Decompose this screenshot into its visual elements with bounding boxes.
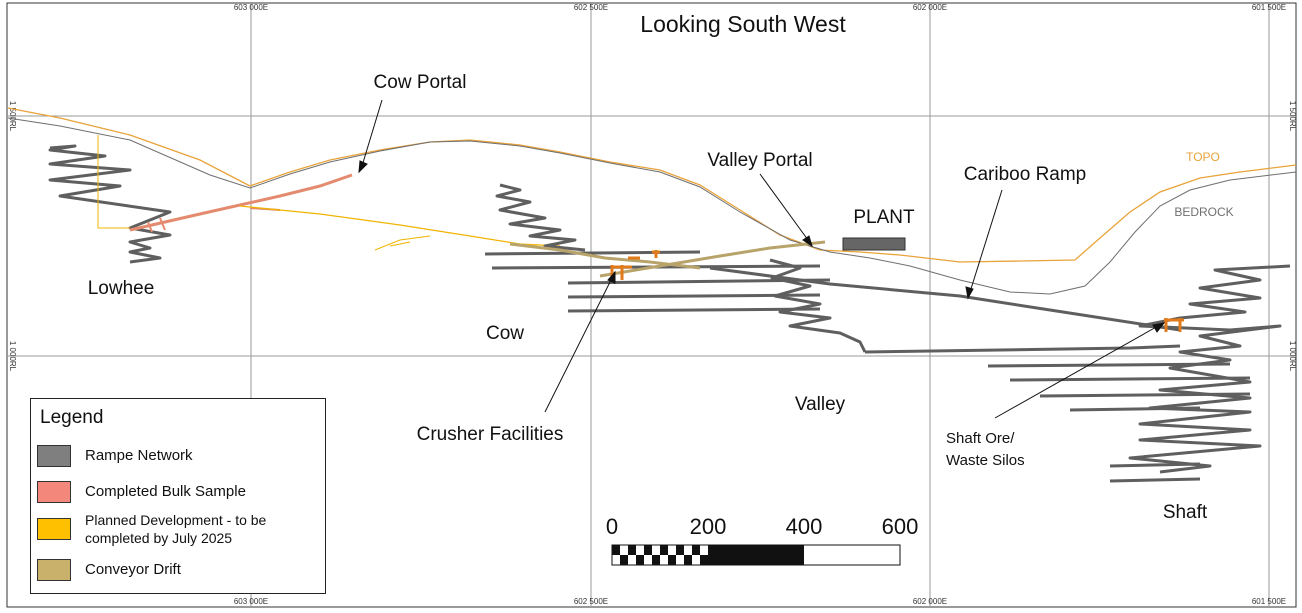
- legend-swatch-bulk-sample: [37, 481, 71, 503]
- bulk-sample-drift: [129, 173, 353, 232]
- legend-label-conveyor: Conveyor Drift: [85, 561, 181, 578]
- plant-building: [842, 237, 906, 251]
- legend-swatch-conveyor: [37, 559, 71, 581]
- map-frame: [6, 2, 1297, 608]
- legend-label-planned-line1: Planned Development - to be: [85, 512, 267, 528]
- legend-swatch-ramp: [37, 445, 71, 467]
- cow-ramp: [495, 183, 586, 252]
- silos-arrowhead: [1152, 322, 1166, 333]
- scale-checker-cell: [620, 555, 628, 565]
- shaft-silos: [1164, 318, 1184, 332]
- lowhee-ramp: [48, 144, 172, 264]
- legend-item-rampe-network: Rampe Network: [37, 445, 193, 467]
- lowhee-planned: [97, 135, 130, 229]
- scale-checker-cell: [644, 545, 652, 555]
- shaft-levels: [987, 362, 1251, 483]
- crusher-arrowhead: [607, 270, 616, 284]
- planned-development-spur: [374, 235, 431, 251]
- bedrock-line: [7, 117, 1297, 295]
- cariboo-ramp: [709, 266, 1181, 332]
- valley-portal-arrowhead: [802, 235, 813, 248]
- label-crusher-facilities: Crusher Facilities: [417, 424, 564, 445]
- scale-outline: [611, 544, 901, 566]
- label-shaft-silos-line1: Shaft Ore/: [946, 430, 1015, 447]
- label-lowhee: Lowhee: [88, 278, 155, 299]
- label-valley-portal: Valley Portal: [707, 150, 812, 171]
- scale-checker-cell: [636, 555, 644, 565]
- easting-label-top-4: 601 500E: [1252, 3, 1286, 12]
- easting-label-bottom-3: 602 000E: [913, 597, 947, 606]
- legend-title: Legend: [40, 407, 104, 428]
- label-bedrock: BEDROCK: [1174, 205, 1233, 219]
- legend-label-bulk-sample: Completed Bulk Sample: [85, 483, 246, 500]
- cow-portal-arrow: [361, 99, 383, 167]
- silos-arrow: [994, 325, 1159, 419]
- legend-item-bulk-sample: Completed Bulk Sample: [37, 481, 246, 503]
- scale-checker-cell: [660, 545, 668, 555]
- label-cariboo-ramp: Cariboo Ramp: [964, 164, 1087, 185]
- scale-bar: 0 200 400 600: [606, 514, 919, 566]
- scale-solid-block: [708, 545, 804, 565]
- legend-label-planned: Planned Development - to be completed by…: [85, 511, 266, 547]
- label-shaft-silos-line2: Waste Silos: [946, 452, 1025, 469]
- valley-ramp: [769, 258, 867, 353]
- diagram-title: Looking South West: [640, 11, 846, 37]
- scale-checker-cell: [628, 545, 636, 555]
- label-topo: TOPO: [1186, 150, 1220, 164]
- cow-portal-arrowhead: [358, 160, 368, 174]
- scale-checker: [612, 545, 708, 565]
- scale-tick-600: 600: [882, 514, 919, 539]
- topo-line: [7, 107, 1297, 263]
- scale-checker-cell: [700, 555, 708, 565]
- crusher-arrow: [544, 277, 613, 413]
- easting-label-top-1: 603 000E: [234, 3, 268, 12]
- easting-label-top-3: 602 000E: [913, 3, 947, 12]
- scale-checker-cell: [652, 555, 660, 565]
- legend-label-planned-line2: completed by July 2025: [85, 530, 233, 546]
- cariboo-ramp-arrowhead: [965, 286, 974, 300]
- scale-checker-cell: [668, 555, 676, 565]
- valley-portal-arrow: [759, 173, 809, 241]
- scale-tick-0: 0: [606, 514, 618, 539]
- label-valley: Valley: [795, 394, 846, 415]
- leader-arrows: [358, 99, 1166, 419]
- legend-item-planned-development: Planned Development - to be completed by…: [37, 511, 266, 547]
- label-plant: PLANT: [853, 207, 915, 228]
- scale-tick-400: 400: [786, 514, 823, 539]
- level-label-right-1000: 1 000RL: [1288, 341, 1297, 372]
- legend: Legend Rampe Network Completed Bulk Samp…: [30, 398, 326, 594]
- easting-label-bottom-4: 601 500E: [1252, 597, 1286, 606]
- label-cow: Cow: [486, 323, 524, 344]
- scale-checker-cell: [676, 545, 684, 555]
- cariboo-ramp-arrow: [969, 189, 1003, 293]
- level-label-right-1500: 1 500RL: [1288, 101, 1297, 132]
- easting-label-bottom-1: 603 000E: [234, 597, 268, 606]
- valley-haulage: [864, 344, 1181, 354]
- scale-checker-cell: [684, 555, 692, 565]
- easting-label-bottom-2: 602 500E: [574, 597, 608, 606]
- crusher-facility: [610, 250, 660, 280]
- easting-label-top-2: 602 500E: [574, 3, 608, 12]
- legend-item-conveyor-drift: Conveyor Drift: [37, 559, 181, 581]
- scale-tick-200: 200: [690, 514, 727, 539]
- legend-swatch-planned: [37, 518, 71, 540]
- conveyor-drift: [509, 240, 826, 278]
- level-label-left-1500: 1 500RL: [8, 101, 17, 132]
- scale-checker-cell: [692, 545, 700, 555]
- legend-label-ramp: Rampe Network: [85, 447, 193, 464]
- shaft-ramp: [1128, 264, 1291, 474]
- label-shaft: Shaft: [1163, 502, 1208, 523]
- level-label-left-1000: 1 000RL: [8, 341, 17, 372]
- scale-checker-cell: [612, 545, 620, 555]
- label-cow-portal: Cow Portal: [374, 72, 467, 93]
